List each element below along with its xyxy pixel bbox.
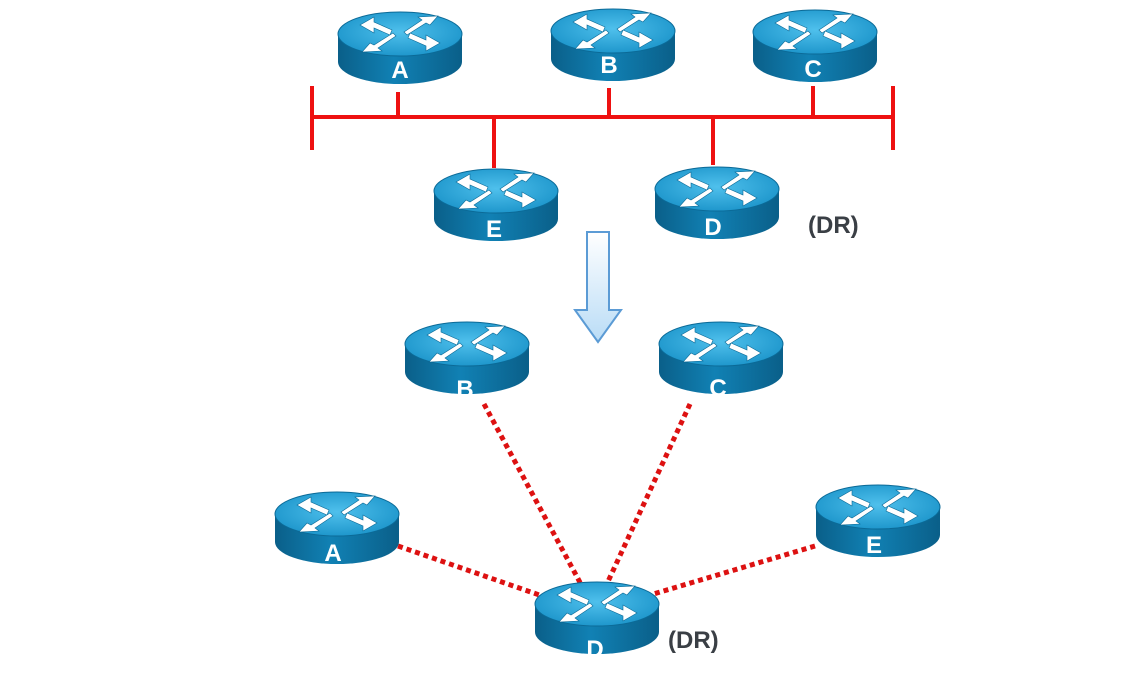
dr-label: (DR) — [668, 627, 719, 654]
top-router-e[interactable]: E — [433, 168, 559, 243]
adjacency-c-d — [602, 402, 693, 590]
router-label: C — [804, 56, 821, 83]
router-label: B — [600, 52, 617, 79]
top-router-b[interactable]: B — [550, 8, 676, 82]
adjacency-b-d — [481, 402, 586, 590]
down-arrow-icon — [573, 231, 623, 344]
bottom-topology: B C A E D (DR) — [274, 321, 941, 663]
top-router-c[interactable]: C — [752, 9, 878, 83]
bottom-router-c[interactable]: C — [658, 321, 784, 402]
top-topology: A B C E D (DR) — [310, 8, 895, 243]
router-label: A — [391, 57, 408, 84]
router-label: D — [704, 214, 721, 241]
adjacency-e-d — [649, 543, 816, 598]
bottom-router-a[interactable]: A — [274, 491, 400, 567]
router-label: C — [709, 375, 726, 402]
router-label: E — [866, 532, 882, 559]
router-label: E — [486, 216, 502, 243]
router-label: B — [456, 376, 473, 403]
adjacency-links — [397, 402, 816, 601]
adjacency-a-d — [397, 543, 549, 601]
top-router-a[interactable]: A — [337, 11, 463, 85]
bottom-router-d[interactable]: D — [534, 581, 660, 663]
top-router-d[interactable]: D — [654, 166, 780, 241]
bottom-router-b[interactable]: B — [404, 321, 530, 403]
ethernet-bus — [310, 86, 895, 168]
dr-label: (DR) — [808, 212, 859, 239]
router-label: A — [324, 540, 341, 567]
bottom-router-e[interactable]: E — [815, 484, 941, 559]
router-label: D — [586, 636, 603, 663]
